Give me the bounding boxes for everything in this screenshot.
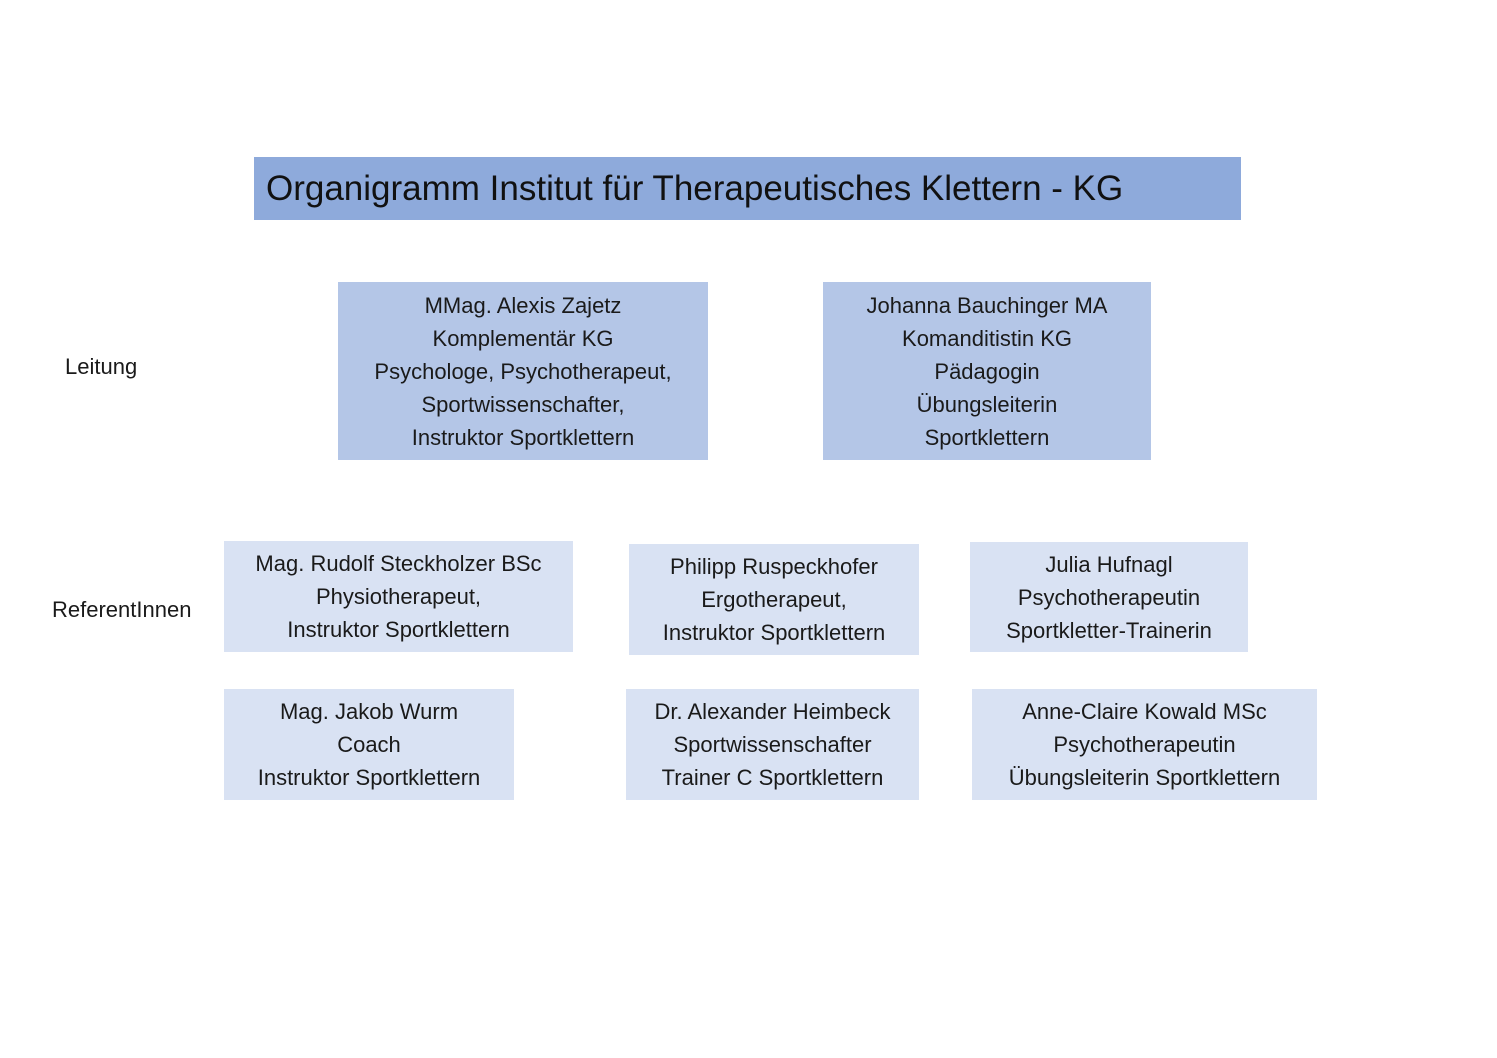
box-line: Instruktor Sportklettern <box>662 620 886 645</box>
box-line: Trainer C Sportklettern <box>661 765 884 790</box>
referent-box-hufnagl: Julia Hufnagl Psychotherapeutin Sportkle… <box>970 542 1248 652</box>
referent-box-steckholzer: Mag. Rudolf Steckholzer BSc Physiotherap… <box>224 541 573 652</box>
box-line: Komanditistin KG <box>902 325 1072 351</box>
box-line: Anne-Claire Kowald MSc <box>1022 699 1267 724</box>
row-label-leitung: Leitung <box>65 354 138 379</box>
box-line: Psychologe, Psychotherapeut, <box>374 358 672 384</box>
box-line: Pädagogin <box>934 358 1040 384</box>
box-line: Instruktor Sportklettern <box>411 424 635 450</box>
box-line: Ergotherapeut, <box>701 587 847 612</box>
box-line: MMag. Alexis Zajetz <box>424 292 622 318</box>
title-box: Organigramm Institut für Therapeutisches… <box>254 157 1241 220</box>
box-line: Übungsleiterin Sportklettern <box>1008 765 1281 790</box>
box-line: Dr. Alexander Heimbeck <box>654 699 891 724</box>
row-label-referentinnen: ReferentInnen <box>52 597 192 622</box>
box-line: Sportwissenschafter <box>673 732 872 757</box>
leitung-box-zajetz: MMag. Alexis Zajetz Komplementär KG Psyc… <box>338 282 708 460</box>
box-line: Sportkletter-Trainerin <box>1006 617 1212 643</box>
box-line: Instruktor Sportklettern <box>287 617 510 642</box>
box-line: Philipp Ruspeckhofer <box>670 554 878 579</box>
referent-box-wurm: Mag. Jakob Wurm Coach Instruktor Sportkl… <box>224 689 514 800</box>
box-line: Physiotherapeut, <box>315 584 482 609</box>
leitung-box-bauchinger: Johanna Bauchinger MA Komanditistin KG P… <box>823 282 1151 460</box>
box-line: Johanna Bauchinger MA <box>866 292 1108 318</box>
box-line: Julia Hufnagl <box>1045 551 1173 577</box>
box-line: Sportklettern <box>924 424 1050 450</box>
box-line: Sportwissenschafter, <box>421 391 625 417</box>
referent-box-heimbeck: Dr. Alexander Heimbeck Sportwissenschaft… <box>626 689 919 800</box>
box-line: Komplementär KG <box>432 325 614 351</box>
box-line: Mag. Rudolf Steckholzer BSc <box>255 551 542 576</box>
referent-box-ruspeckhofer: Philipp Ruspeckhofer Ergotherapeut, Inst… <box>629 544 919 655</box>
org-chart-title: Organigramm Institut für Therapeutisches… <box>266 168 1124 208</box>
box-line: Psychotherapeutin <box>1017 584 1201 610</box>
box-line: Instruktor Sportklettern <box>257 765 481 790</box>
box-line: Übungsleiterin <box>916 391 1058 417</box>
box-line: Psychotherapeutin <box>1053 732 1236 757</box>
box-line: Mag. Jakob Wurm <box>279 699 459 724</box>
referent-box-kowald: Anne-Claire Kowald MSc Psychotherapeutin… <box>972 689 1317 800</box>
box-line: Coach <box>337 732 401 757</box>
